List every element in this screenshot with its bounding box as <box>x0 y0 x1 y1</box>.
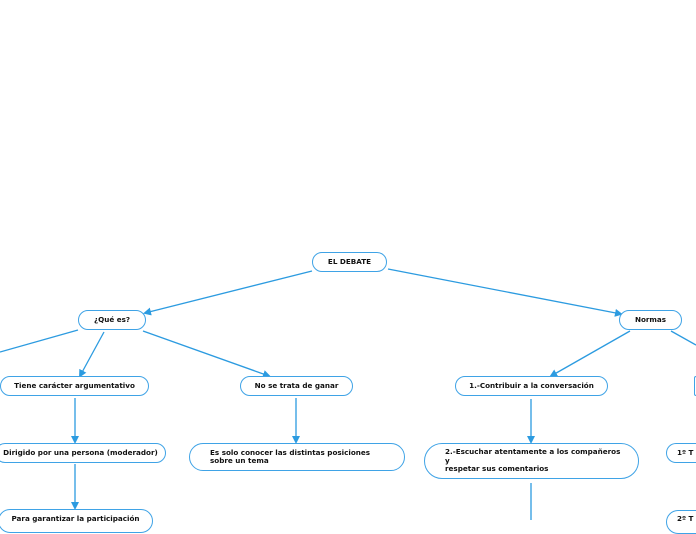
node-normas[interactable]: Normas <box>619 310 682 330</box>
node-primer-turno[interactable]: 1º T <box>666 443 696 463</box>
node-escuchar[interactable]: 2.-Escuchar atentamente a los compañeros… <box>424 443 639 479</box>
node-argumentativo[interactable]: Tiene carácter argumentativo <box>0 376 149 396</box>
edge-root-normas <box>387 268 623 317</box>
node-segundo-turno[interactable]: 2º T <box>666 510 696 534</box>
node-no-ganar[interactable]: No se trata de ganar <box>240 376 353 396</box>
edge-normas-contribuir <box>549 330 631 377</box>
node-contribuir[interactable]: 1.-Contribuir a la conversación <box>455 376 608 396</box>
node-que-es[interactable]: ¿Qué es? <box>78 310 146 330</box>
node-participacion[interactable]: Para garantizar la participación <box>0 509 153 533</box>
connectors <box>0 268 696 520</box>
edge-que-es-no-ganar <box>142 330 271 378</box>
edge-que-es-argumentativo <box>79 331 105 378</box>
node-offscreen-right[interactable] <box>694 376 696 396</box>
node-posiciones[interactable]: Es solo conocer las distintas posiciones… <box>189 443 405 471</box>
edge-normas-offscreen <box>670 330 696 346</box>
edge-que-es-offscreen <box>0 329 79 353</box>
node-moderador[interactable]: Dirigido por una persona (moderador) <box>0 443 166 463</box>
node-root[interactable]: EL DEBATE <box>312 252 387 272</box>
edge-root-que-es <box>143 270 313 316</box>
